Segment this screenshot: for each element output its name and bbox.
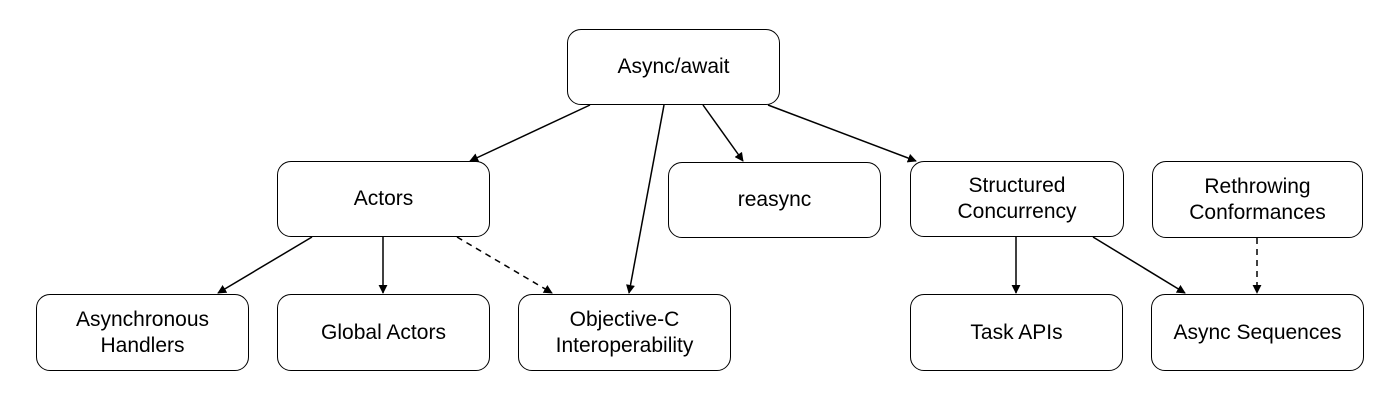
edge-async-await-to-reasync	[702, 104, 744, 162]
edge-structured-to-async-sequences	[1092, 236, 1186, 294]
node-actors: Actors	[277, 161, 490, 237]
edge-actors-to-async-handlers	[217, 236, 313, 294]
node-async-sequences: Async Sequences	[1151, 294, 1364, 371]
node-async-await: Async/await	[567, 29, 780, 105]
edge-async-await-to-actors	[469, 104, 591, 162]
node-task-apis: Task APIs	[910, 294, 1123, 371]
node-structured-concurrency: Structured Concurrency	[910, 161, 1124, 237]
node-rethrowing-conformances: Rethrowing Conformances	[1152, 161, 1363, 238]
node-objc-interoperability: Objective-C Interoperability	[518, 294, 731, 371]
edge-actors-to-objc-dashed	[456, 236, 553, 294]
edge-async-await-to-objc	[626, 104, 665, 294]
edge-async-await-to-structured	[767, 104, 917, 163]
node-reasync: reasync	[668, 162, 881, 238]
node-asynchronous-handlers: Asynchronous Handlers	[36, 294, 249, 371]
node-global-actors: Global Actors	[277, 294, 490, 371]
